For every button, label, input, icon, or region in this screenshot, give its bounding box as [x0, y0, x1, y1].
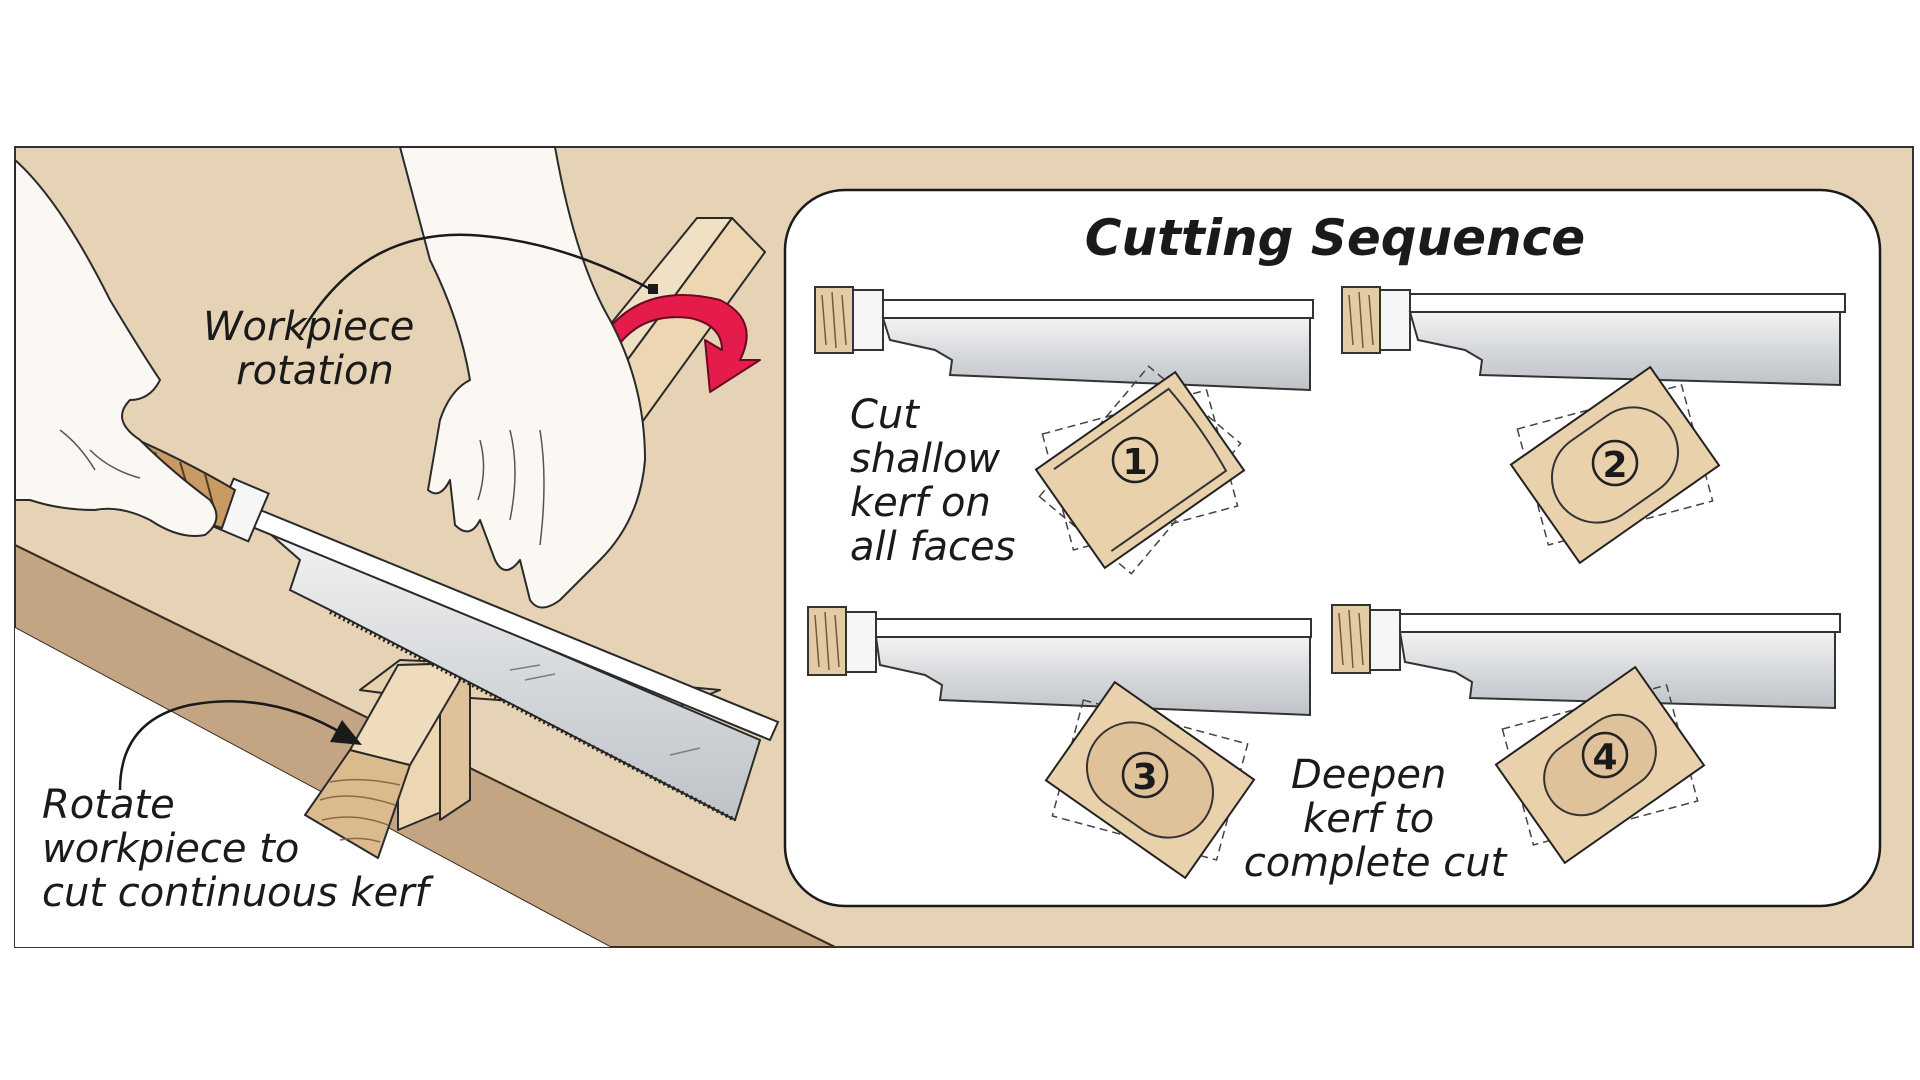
- cutting-sequence-inset: Cutting Sequence 1: [783, 188, 1882, 908]
- step-1-workpiece: [1034, 365, 1246, 575]
- step-2-saw: [1341, 286, 1846, 387]
- step-1-saw: [814, 286, 1314, 392]
- rotate-leader: [118, 700, 346, 791]
- step-4-marker: [1581, 731, 1629, 779]
- lower-hand: [14, 159, 218, 537]
- step-3-marker: [1121, 751, 1169, 799]
- step-2-number: 2: [1602, 445, 1627, 486]
- step-1-number: 1: [1122, 442, 1147, 483]
- rotation-leader: [298, 233, 653, 336]
- step-4-saw: [1331, 604, 1841, 710]
- step-4-workpiece: [1494, 665, 1706, 865]
- step-2-marker: [1591, 439, 1639, 487]
- inset-title: Cutting Sequence: [1085, 209, 1585, 267]
- deepen-kerf-label: Deepen kerf to complete cut: [1244, 752, 1508, 886]
- shallow-kerf-label: Cut shallow kerf on all faces: [850, 392, 1016, 570]
- left-scene: Workpiece rotation Rotate workpiece to c…: [14, 146, 836, 948]
- step-4-number: 4: [1592, 737, 1617, 778]
- upper-hand: [399, 146, 646, 609]
- step-3-workpiece: [1044, 680, 1256, 880]
- saw-blade: [259, 524, 762, 822]
- step-3-number: 3: [1132, 757, 1157, 798]
- rotation-label: Workpiece rotation: [203, 304, 427, 394]
- step-3-saw: [807, 606, 1312, 717]
- floor-area: [15, 628, 610, 947]
- step-1-marker: [1111, 436, 1159, 484]
- rotation-arrow: [599, 294, 761, 393]
- step-2-workpiece: [1509, 365, 1721, 565]
- rotate-label: Rotate workpiece to cut continuous kerf: [42, 782, 435, 916]
